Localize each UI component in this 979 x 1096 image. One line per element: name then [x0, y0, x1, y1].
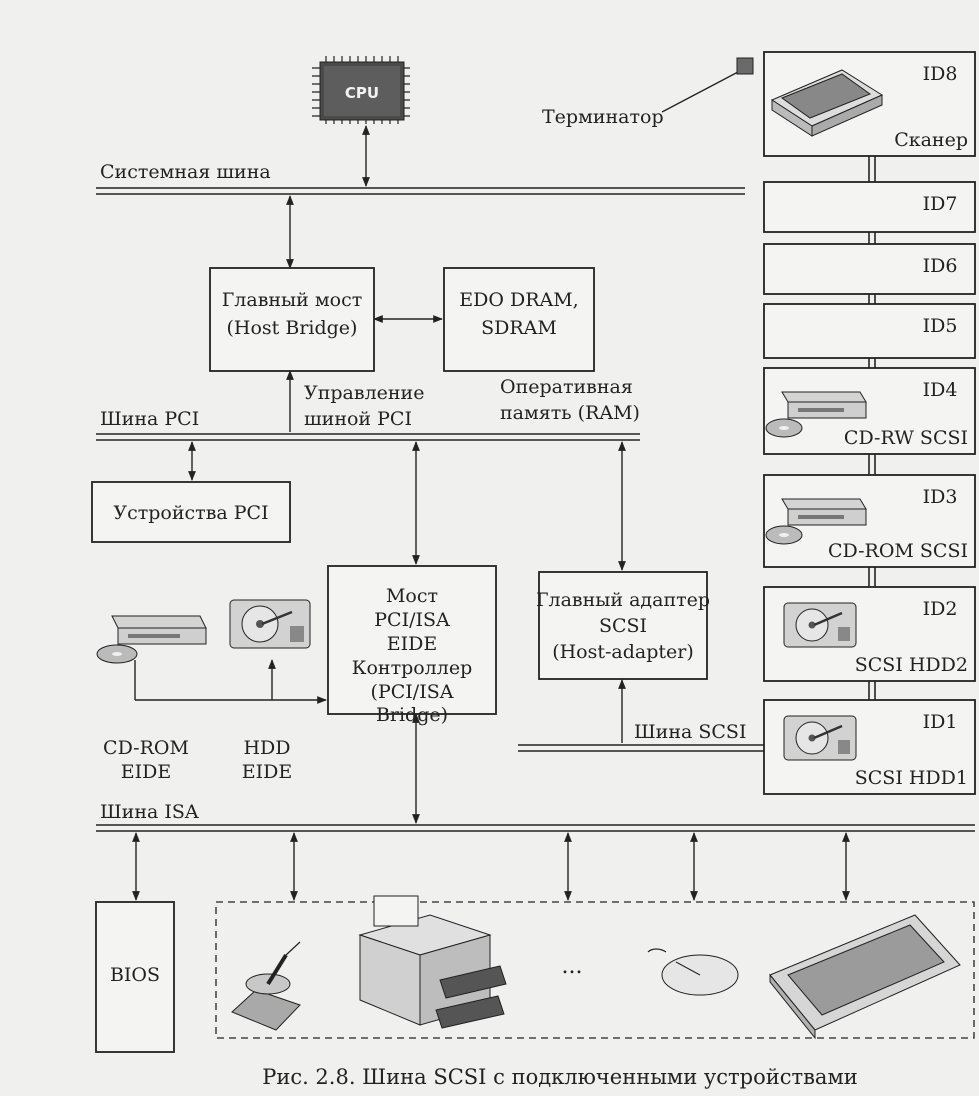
scsi-id-label: ID8 — [923, 63, 958, 85]
scsi-id-label: ID7 — [923, 193, 958, 215]
cpu-chip: CPU — [312, 56, 410, 124]
connection-arrows — [132, 125, 850, 901]
scsi-id-label: ID2 — [923, 598, 958, 620]
cdrom-eide-line2: EIDE — [121, 761, 171, 783]
pci-bus-label: Шина PCI — [100, 408, 199, 430]
scsi-id-label: ID1 — [923, 711, 958, 733]
scsi-adapter-line2: SCSI — [599, 615, 647, 637]
host-bridge-line2: (Host Bridge) — [227, 317, 358, 339]
pci-isa-line5: (PCI/ISA — [371, 681, 454, 703]
mouse-icon — [647, 948, 739, 996]
cdrom-eide-line1: CD-ROM — [103, 737, 189, 759]
pci-isa-line3: EIDE — [387, 633, 437, 655]
ram-label-line2: память (RAM) — [500, 402, 640, 424]
dram-line2: SDRAM — [481, 317, 557, 339]
scsi-id-label: ID4 — [923, 379, 958, 401]
scsi-bus-label: Шина SCSI — [634, 721, 746, 743]
scsi-bus — [518, 744, 764, 752]
system-bus — [96, 187, 745, 195]
dram-line1: EDO DRAM, — [459, 289, 578, 311]
pci-devices-box — [91, 481, 291, 543]
scsi-device-name: CD-ROM SCSI — [828, 540, 968, 562]
system-bus-label: Системная шина — [100, 161, 271, 183]
scsi-cable-segment — [868, 156, 876, 182]
dram-box — [443, 267, 595, 372]
pci-isa-line2: PCI/ISA — [374, 609, 450, 631]
scanner-icon — [770, 69, 884, 137]
more-devices-ellipsis: ... — [562, 954, 583, 979]
terminator-icon — [661, 57, 754, 113]
scsi-adapter-box — [538, 571, 708, 680]
pci-control-line2: шиной PCI — [304, 408, 412, 430]
scsi-device-name: Сканер — [894, 129, 968, 151]
terminator-label: Терминатор — [542, 106, 664, 128]
scsi-device-name: SCSI HDD1 — [855, 767, 968, 789]
scsi-cable-segment — [868, 681, 876, 700]
scsi-id-label: ID3 — [923, 486, 958, 508]
scsi-cable-segment — [868, 294, 876, 304]
pci-isa-line1: Мост — [386, 585, 438, 607]
hdd-eide-icon — [229, 599, 311, 649]
bios-label: BIOS — [110, 964, 160, 986]
ram-label-line1: Оперативная — [500, 376, 633, 398]
hard-drive-icon — [783, 602, 857, 648]
scsi-device-id7: ID7 — [763, 181, 976, 233]
pci-bus — [96, 433, 640, 441]
hard-drive-icon — [783, 715, 857, 761]
scsi-device-name: CD-RW SCSI — [844, 427, 968, 449]
isa-bus-label: Шина ISA — [100, 801, 199, 823]
host-bridge-box — [209, 267, 375, 372]
bios-box — [95, 901, 175, 1053]
cpu-label: CPU — [345, 84, 379, 102]
scsi-id-label: ID6 — [923, 255, 958, 277]
scsi-adapter-line1: Главный адаптер — [536, 589, 710, 611]
scsi-cable-segment — [868, 567, 876, 587]
pci-isa-line6: Bridge) — [376, 704, 448, 726]
scsi-device-name: SCSI HDD2 — [855, 654, 968, 676]
printer-icon — [358, 895, 507, 1029]
isa-peripherals-group — [215, 901, 975, 1039]
scsi-device-id5: ID5 — [763, 303, 976, 359]
scsi-cable-segment — [868, 358, 876, 368]
keyboard-icon — [769, 914, 961, 1040]
pci-isa-line4: Контроллер — [352, 657, 472, 679]
hdd-eide-line1: HDD — [243, 737, 290, 759]
pci-control-line1: Управление — [304, 382, 424, 404]
isa-bus — [96, 824, 975, 832]
pci-devices-label: Устройства PCI — [113, 502, 268, 524]
scsi-adapter-line3: (Host-adapter) — [552, 641, 694, 663]
scsi-cable-segment — [868, 454, 876, 475]
cdrom-eide-icon — [96, 615, 207, 664]
scsi-device-id6: ID6 — [763, 243, 976, 295]
hdd-eide-line2: EIDE — [242, 761, 292, 783]
optical-drive-icon — [765, 498, 867, 545]
scsi-id-label: ID5 — [923, 315, 958, 337]
pci-isa-bridge-box — [327, 565, 497, 715]
joystick-icon — [231, 941, 301, 1031]
figure-caption: Рис. 2.8. Шина SCSI с подключенными устр… — [262, 1065, 858, 1089]
optical-drive-icon — [765, 391, 867, 438]
scsi-cable-segment — [868, 232, 876, 244]
host-bridge-line1: Главный мост — [222, 289, 363, 311]
